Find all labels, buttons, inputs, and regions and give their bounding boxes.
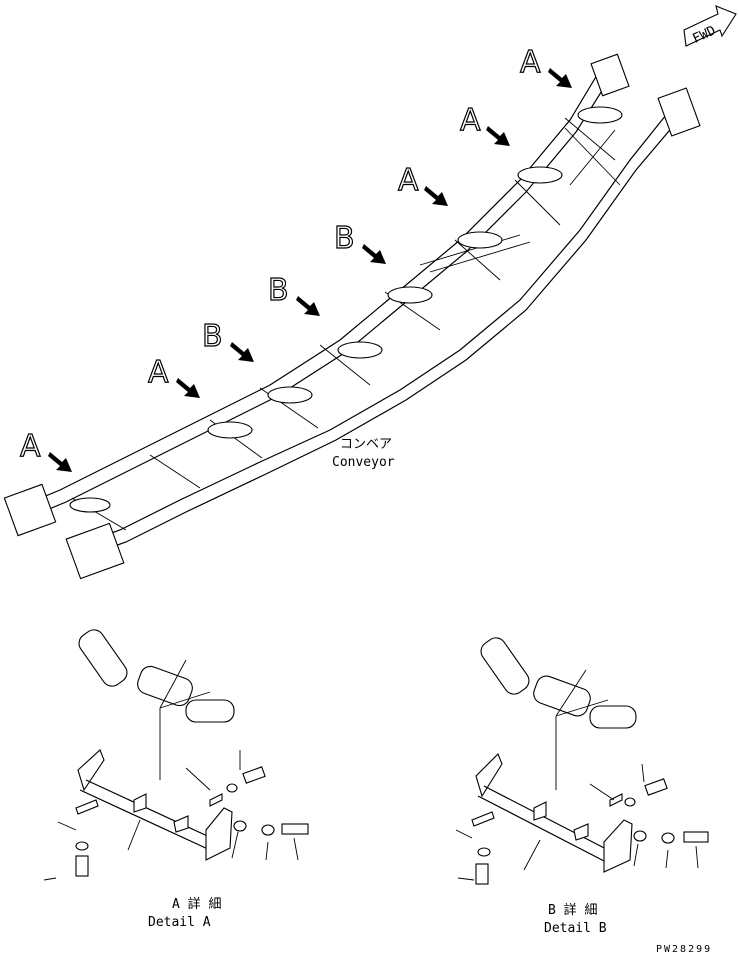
detail-a-title-jp: A 詳 細 xyxy=(172,896,221,912)
conveyor-label-en: Conveyor xyxy=(332,455,395,470)
fwd-arrow-icon: FWD xyxy=(683,5,737,47)
idler-bracket xyxy=(77,749,233,861)
arrow-icon xyxy=(176,378,200,398)
detail-b-title-jp: B 詳 細 xyxy=(548,902,597,918)
callout-a-4: A xyxy=(147,354,200,398)
svg-text:A: A xyxy=(520,45,541,80)
conveyor-frame xyxy=(3,53,701,580)
callout-b-3: B xyxy=(201,318,254,362)
callouts: A A A B B B A A xyxy=(19,44,572,472)
callout-a-3: A xyxy=(397,162,448,206)
arrow-icon xyxy=(296,296,320,316)
arrow-icon xyxy=(230,342,254,362)
idler-rollers xyxy=(78,629,235,723)
svg-text:B: B xyxy=(268,273,289,308)
conveyor-label-jp: コンベア xyxy=(340,437,392,452)
svg-text:A: A xyxy=(148,355,169,390)
svg-text:A: A xyxy=(20,429,41,464)
arrow-icon xyxy=(548,68,572,88)
callout-a-2: A xyxy=(459,102,510,146)
detail-a-title-en: Detail A xyxy=(148,915,211,930)
arrow-icon xyxy=(424,186,448,206)
detail-b-title-en: Detail B xyxy=(544,921,607,936)
arrow-icon xyxy=(362,244,386,264)
callout-a-1: A xyxy=(519,44,572,88)
detail-a: A 詳 細 Detail A xyxy=(43,629,309,930)
detail-b: B 詳 細 Detail B xyxy=(455,637,709,936)
svg-text:A: A xyxy=(460,103,481,138)
fasteners xyxy=(43,750,309,881)
callout-a-5: A xyxy=(19,428,72,472)
arrow-icon xyxy=(48,452,72,472)
svg-text:B: B xyxy=(334,221,355,256)
callout-b-1: B xyxy=(333,220,386,264)
svg-text:A: A xyxy=(398,163,419,198)
idler-bracket xyxy=(475,753,633,873)
idler-rollers xyxy=(480,637,637,729)
arrow-icon xyxy=(486,126,510,146)
fasteners xyxy=(455,763,709,885)
callout-b-2: B xyxy=(267,272,320,316)
drawing-number: PW28299 xyxy=(656,944,712,955)
svg-text:B: B xyxy=(202,319,223,354)
